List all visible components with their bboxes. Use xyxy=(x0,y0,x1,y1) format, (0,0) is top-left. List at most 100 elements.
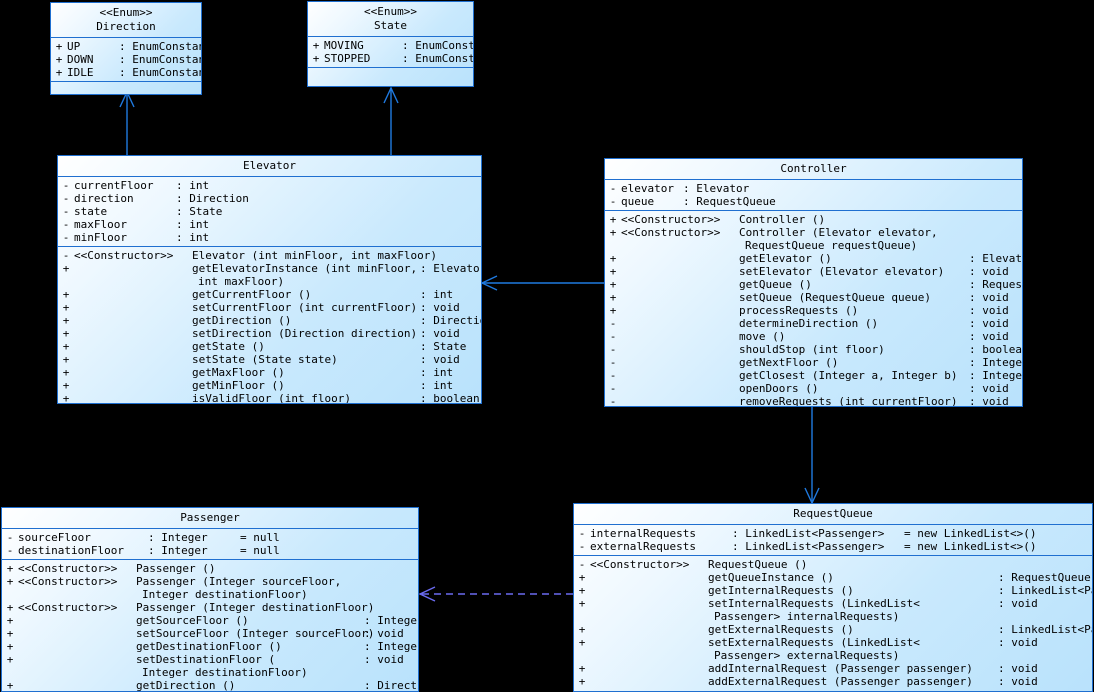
visibility-marker: - xyxy=(578,558,586,571)
operations-compartment xyxy=(308,68,473,86)
visibility-marker: + xyxy=(609,291,617,304)
attribute-type: : EnumConstant xyxy=(119,40,201,53)
class-box-requestqueue[interactable]: RequestQueue -internalRequests: LinkedLi… xyxy=(573,503,1093,692)
attribute-row: -destinationFloor: Integer= null xyxy=(2,544,418,557)
visibility-marker: + xyxy=(62,392,70,404)
operation-stereotype xyxy=(74,314,192,327)
attribute-name: maxFloor xyxy=(74,218,127,231)
visibility-marker: + xyxy=(62,353,70,366)
visibility-marker: + xyxy=(55,66,63,79)
visibility-marker xyxy=(574,649,590,662)
operation-row: +getDestinationFloor (): Integer xyxy=(2,640,418,653)
operation-row: +getDirection (): Direction xyxy=(2,679,418,691)
operation-signature: int maxFloor) xyxy=(198,275,285,288)
attributes-compartment: +MOVING: EnumConstant+STOPPED: EnumConst… xyxy=(308,37,473,68)
operation-row: +setState (State state): void xyxy=(58,353,481,366)
visibility-marker: + xyxy=(62,314,70,327)
attribute-name: currentFloor xyxy=(74,179,154,192)
class-box-elevator[interactable]: Elevator -currentFloor: int-direction: D… xyxy=(57,155,482,404)
attribute-type: : RequestQueue xyxy=(683,195,776,208)
operations-compartment: -<<Constructor>>RequestQueue ()+getQueue… xyxy=(574,556,1092,690)
operation-return-type: : void xyxy=(998,675,1038,688)
operation-stereotype xyxy=(590,597,708,610)
operation-return-type: : void xyxy=(969,265,1009,278)
operation-signature: setCurrentFloor (int currentFloor) xyxy=(192,301,418,314)
operation-row: -<<Constructor>>RequestQueue () xyxy=(574,558,1092,571)
attribute-name: externalRequests xyxy=(590,540,696,553)
operation-row: Integer destinationFloor) xyxy=(2,588,418,601)
operation-return-type: : Elevator xyxy=(969,252,1022,265)
operations-compartment: -<<Constructor>>Elevator (int minFloor, … xyxy=(58,247,481,404)
visibility-marker: + xyxy=(609,265,617,278)
operations-compartment: + <<Constructor>> Passenger () + <<Construct… xyxy=(2,560,418,691)
attribute-default: = null xyxy=(240,544,280,557)
operation-stereotype: <<Constructor>> xyxy=(74,249,174,262)
visibility-marker: + xyxy=(312,52,320,65)
attribute-row: +MOVING: EnumConstant xyxy=(308,39,473,52)
class-box-state[interactable]: <<Enum>> State +MOVING: EnumConstant+STO… xyxy=(307,1,474,87)
operation-return-type: : Direction xyxy=(420,314,481,327)
operation-signature: getNextFloor () xyxy=(739,356,839,369)
operation-row: +processRequests (): void xyxy=(605,304,1022,317)
visibility-marker: + xyxy=(62,288,70,301)
class-box-passenger[interactable]: Passenger -sourceFloor: Integer= null-de… xyxy=(1,507,419,692)
visibility-marker: - xyxy=(578,540,586,553)
operation-signature: Passenger () xyxy=(136,562,216,575)
operation-return-type: : int xyxy=(420,288,454,301)
class-box-direction[interactable]: <<Enum>> Direction +UP: EnumConstant+DOW… xyxy=(50,2,202,95)
operation-signature: getDirection () xyxy=(192,314,292,327)
operation-return-type: : void xyxy=(969,330,1009,343)
visibility-marker: + xyxy=(55,40,63,53)
operation-stereotype xyxy=(18,627,136,640)
attribute-name: IDLE xyxy=(67,66,94,79)
attribute-type: : LinkedList<Passenger> xyxy=(732,527,885,540)
attribute-row: +IDLE: EnumConstant xyxy=(51,66,201,79)
operation-stereotype: <<Constructor>> xyxy=(18,562,118,575)
operation-signature: RequestQueue () xyxy=(708,558,808,571)
operation-row: -removeRequests (int currentFloor): void xyxy=(605,395,1022,407)
operation-signature: getMaxFloor () xyxy=(192,366,285,379)
attribute-row: -maxFloor: int xyxy=(58,218,481,231)
operation-stereotype xyxy=(621,265,739,278)
visibility-marker: - xyxy=(609,369,617,382)
operations-compartment xyxy=(51,82,201,94)
visibility-marker xyxy=(605,239,621,252)
operation-return-type: : void xyxy=(969,395,1009,407)
attribute-name: UP xyxy=(67,40,81,53)
visibility-marker: + xyxy=(62,262,70,275)
operation-signature: setQueue (RequestQueue queue) xyxy=(739,291,932,304)
operation-stereotype: <<Constructor>> xyxy=(18,575,118,588)
operation-row: -shouldStop (int floor): boolean xyxy=(605,343,1022,356)
visibility-marker xyxy=(574,610,590,623)
operation-row: -getNextFloor (): Integer xyxy=(605,356,1022,369)
operation-stereotype xyxy=(18,640,136,653)
operation-return-type: : void xyxy=(420,301,460,314)
operation-row: +setCurrentFloor (int currentFloor): voi… xyxy=(58,301,481,314)
operation-stereotype xyxy=(590,610,708,623)
visibility-marker: + xyxy=(609,304,617,317)
operation-signature: setDestinationFloor ( xyxy=(136,653,276,666)
class-box-controller[interactable]: Controller -elevator: Elevator-queue: Re… xyxy=(604,158,1023,407)
operation-signature: setSourceFloor (Integer sourceFloor) xyxy=(136,627,375,640)
visibility-marker: + xyxy=(62,340,70,353)
operation-stereotype xyxy=(621,369,739,382)
operation-stereotype xyxy=(18,666,136,679)
visibility-marker: + xyxy=(6,627,14,640)
operation-row: +getInternalRequests (): LinkedList<Pass… xyxy=(574,584,1092,597)
operation-stereotype xyxy=(74,262,192,275)
visibility-marker: + xyxy=(312,39,320,52)
visibility-marker: + xyxy=(6,653,14,666)
visibility-marker: + xyxy=(6,575,14,588)
attribute-type: : Elevator xyxy=(683,182,750,195)
operation-signature: Integer destinationFloor) xyxy=(142,666,308,679)
operation-stereotype xyxy=(74,392,192,403)
operation-signature: getClosest (Integer a, Integer b) xyxy=(739,369,958,382)
operation-return-type: : void xyxy=(998,636,1038,649)
operation-signature: Integer destinationFloor) xyxy=(142,588,308,601)
visibility-marker: + xyxy=(578,571,586,584)
operation-stereotype xyxy=(621,239,739,252)
operation-signature: Passenger (Integer destinationFloor) xyxy=(136,601,375,614)
class-header-passenger: Passenger xyxy=(2,508,418,529)
operation-stereotype xyxy=(18,614,136,627)
